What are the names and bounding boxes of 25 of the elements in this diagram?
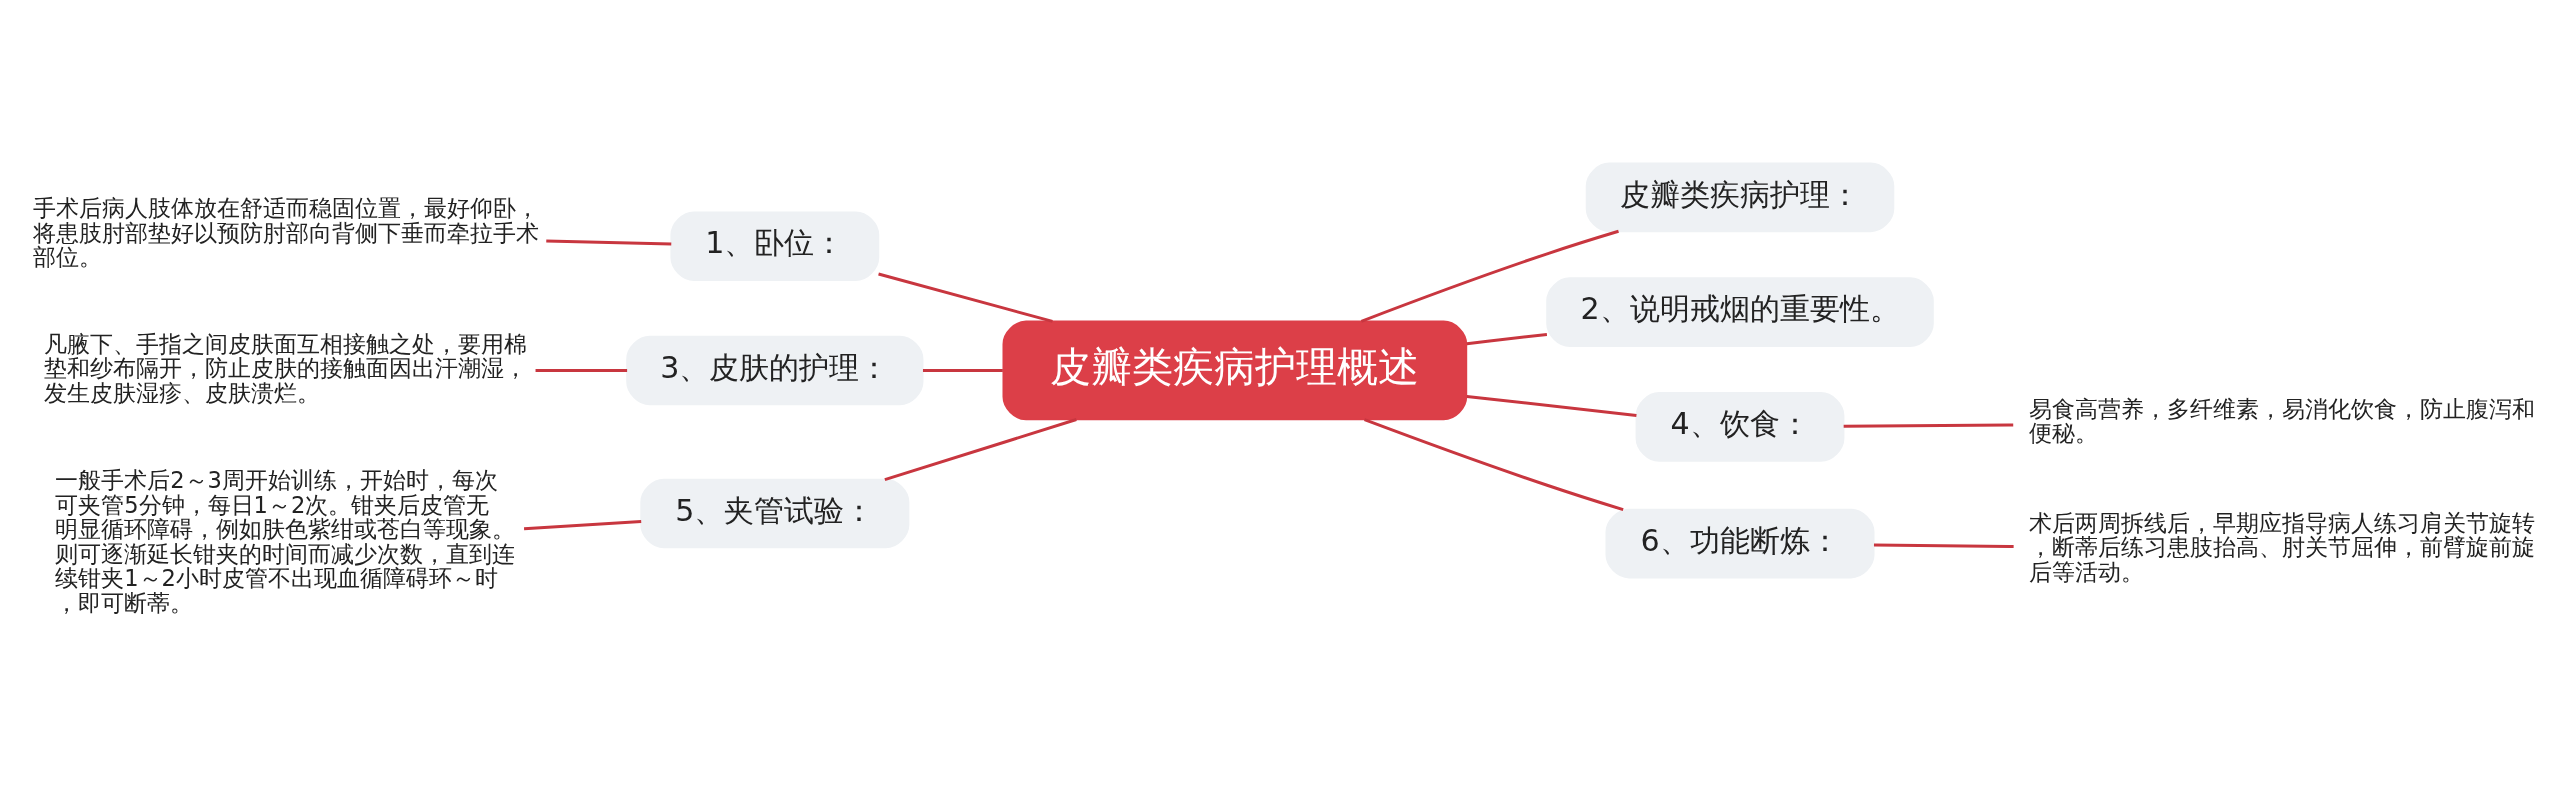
connector (1466, 332, 1548, 346)
connector (523, 520, 642, 531)
node-box: 1、卧位： (670, 211, 880, 282)
node-text: 一般手术后2～3周开始训练，开始时，每次可夹管5分钟，每日1～2次。钳夹后皮管无明显循环障碍，例如肤色紫绀或苍白等现象。则可逐渐延长钳夹的时间而减少次数，直到连续钳夹1～2小时皮管不出现血循障碍环～时，即可断蒂。 (55, 467, 516, 616)
connector (535, 368, 628, 372)
node-box: 4、饮食： (1635, 392, 1845, 462)
connector (1873, 543, 2014, 548)
node-text: 易食高营养，多纤维素，易消化饮食，防止腹泻和便秘。 (2028, 395, 2535, 447)
node-box: 3、皮肤的护理： (626, 335, 924, 406)
node-box: 6、功能断炼： (1605, 508, 1875, 579)
node-text: 凡腋下、手指之间皮肤面互相接触之处，要用棉垫和纱布隔开，防止皮肤的接触面因出汗潮湿，发生皮肤湿疹、皮肤溃烂。 (43, 330, 527, 406)
node-box: 5、夹管试验： (640, 478, 910, 549)
connector (1843, 423, 2014, 428)
connector (878, 272, 1053, 323)
node-box: 2、说明戒烟的重要性。 (1546, 277, 1934, 347)
connector (1360, 229, 1619, 323)
node-text: 手术后病人肢体放在舒适而稳固位置，最好仰卧，将患肢肘部垫好以预防肘部向背侧下垂而牵拉手术部位。 (32, 195, 539, 271)
node-box: 皮瓣类疾病护理： (1585, 162, 1895, 233)
connector (884, 418, 1077, 482)
connector (1364, 418, 1624, 512)
connector (922, 368, 1003, 372)
node-text: 术后两周拆线后，早期应指导病人练习肩关节旋转，断蒂后练习患肢抬高、肘关节屈伸，前臂旋前旋后等活动。 (2028, 509, 2535, 585)
connector (546, 239, 672, 246)
connector (1466, 394, 1637, 417)
node-box: 皮瓣类疾病护理概述 (1002, 320, 1468, 421)
